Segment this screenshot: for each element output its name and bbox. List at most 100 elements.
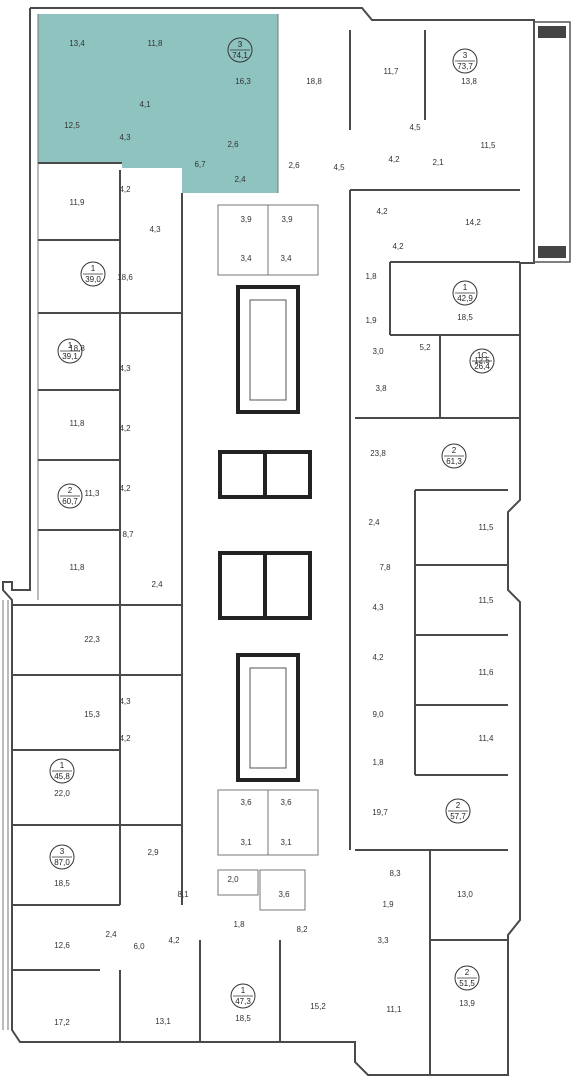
room-area-label: 12,6: [54, 941, 70, 950]
room-area-label: 4,2: [392, 242, 404, 251]
room-area-label: 3,6: [278, 890, 290, 899]
room-area-label: 11,5: [479, 596, 495, 605]
room-area-label: 15,2: [310, 1002, 326, 1011]
room-area-label: 7,8: [379, 563, 391, 572]
room-area-label: 11,8: [70, 419, 86, 428]
apartment-badge[interactable]: 373,7: [452, 48, 478, 74]
apartment-rooms-count: 1С: [477, 351, 487, 360]
room-area-label: 15,3: [84, 710, 100, 719]
room-area-label: 4,2: [376, 207, 388, 216]
apartment-badge[interactable]: 387,0: [49, 844, 75, 870]
room-area-label: 1,9: [382, 900, 394, 909]
apartment-badge-circle: [230, 983, 256, 1009]
apartment-rooms-count: 3: [238, 40, 243, 49]
room-area-label: 11,6: [479, 668, 495, 677]
core-stairs-elevators: [217, 204, 319, 911]
room-area-label: 18,5: [235, 1014, 251, 1023]
apartment-badge[interactable]: 139,0: [80, 261, 106, 287]
apartment-total-area: 57,7: [450, 812, 466, 821]
room-area-label: 2,4: [105, 930, 117, 939]
apartment-badge[interactable]: 260,7: [57, 483, 83, 509]
room-area-label: 3,4: [240, 254, 252, 263]
room-area-label: 4,3: [149, 225, 161, 234]
room-area-label: 12,5: [64, 121, 80, 130]
apartment-badge-circle: [454, 965, 480, 991]
room-area-label: 22,0: [54, 789, 70, 798]
room-area-label: 6,7: [194, 160, 206, 169]
room-area-label: 11,5: [479, 523, 495, 532]
apartment-badge[interactable]: 261,3: [441, 443, 467, 469]
apartment-badge-circle: [441, 443, 467, 469]
apartment-badge[interactable]: 257,7: [445, 798, 471, 824]
room-area-label: 4,5: [409, 123, 421, 132]
apartment-badge-circle: [80, 261, 106, 287]
apartment-rooms-count: 2: [465, 968, 470, 977]
room-area-label: 18,8: [306, 77, 322, 86]
apartment-total-area: 42,9: [457, 294, 473, 303]
room-area-label: 11,8: [70, 563, 86, 572]
room-area-label: 4,2: [119, 185, 131, 194]
room-area-label: 11,4: [479, 734, 495, 743]
room-area-label: 8,7: [122, 530, 134, 539]
apartment-badge-circle: [57, 483, 83, 509]
room-area-label: 18,5: [457, 313, 473, 322]
apartment-total-area: 45,8: [54, 772, 70, 781]
room-area-label: 18,5: [54, 879, 70, 888]
apartment-rooms-count: 3: [60, 847, 65, 856]
room-area-label: 19,7: [372, 808, 388, 817]
apartment-rooms-count: 2: [452, 446, 457, 455]
room-area-label: 8,3: [389, 869, 401, 878]
selected-apartment-highlight[interactable]: [38, 14, 278, 193]
room-area-label: 11,5: [481, 141, 497, 150]
apartment-badge[interactable]: 142,9: [452, 280, 478, 306]
room-area-label: 2,0: [227, 875, 239, 884]
right-wing-walls: [349, 30, 520, 1075]
apartment-total-area: 61,3: [446, 457, 462, 466]
apartment-total-area: 60,7: [62, 497, 78, 506]
room-area-label: 13,0: [457, 890, 473, 899]
room-area-label: 9,0: [372, 710, 384, 719]
apartment-badge[interactable]: 147,3: [230, 983, 256, 1009]
apartment-total-area: 74,1: [232, 51, 248, 60]
apartment-badge-circle: [57, 338, 83, 364]
apartment-badge[interactable]: 251,5: [454, 965, 480, 991]
left-wing-walls: [12, 162, 281, 1042]
apartment-total-area: 26,4: [474, 362, 490, 371]
room-area-label: 13,4: [69, 39, 85, 48]
room-area-label: 2,6: [288, 161, 300, 170]
room-area-label: 3,6: [240, 798, 252, 807]
room-area-label: 3,1: [280, 838, 292, 847]
apartment-rooms-count: 2: [456, 801, 461, 810]
room-area-label: 1,8: [233, 920, 245, 929]
apartment-rooms-count: 1: [241, 986, 246, 995]
room-area-label: 3,3: [377, 936, 389, 945]
room-area-label: 11,1: [387, 1005, 403, 1014]
room-area-label: 4,3: [119, 364, 131, 373]
room-area-label: 4,3: [372, 603, 384, 612]
room-area-label: 3,1: [240, 838, 252, 847]
room-area-label: 4,3: [119, 133, 131, 142]
room-area-label: 3,0: [372, 347, 384, 356]
apartment-badge[interactable]: 145,8: [49, 758, 75, 784]
room-area-label: 2,6: [227, 140, 239, 149]
room-area-label: 2,1: [432, 158, 444, 167]
apartment-badge-circle: [49, 844, 75, 870]
room-area-label: 5,2: [419, 343, 431, 352]
apartment-badge-circle: [49, 758, 75, 784]
apartment-badge-circle: [445, 798, 471, 824]
room-area-label: 17,2: [54, 1018, 70, 1027]
apartment-badge[interactable]: 374,1: [227, 37, 253, 63]
apartment-badge-circle: [227, 37, 253, 63]
room-area-label: 18,6: [117, 273, 133, 282]
room-area-label: 22,3: [84, 635, 100, 644]
apartment-badge[interactable]: 1С 26,4: [469, 348, 495, 374]
apartment-badge-circle: [469, 348, 495, 374]
room-area-label: 4,2: [119, 734, 131, 743]
apartment-total-area: 39,1: [62, 352, 78, 361]
building-outline: [2, 7, 571, 1076]
room-area-label: 16,3: [235, 77, 251, 86]
apartment-badge[interactable]: 139,1: [57, 338, 83, 364]
room-area-label: 11,7: [384, 67, 400, 76]
room-area-label: 3,8: [375, 384, 387, 393]
